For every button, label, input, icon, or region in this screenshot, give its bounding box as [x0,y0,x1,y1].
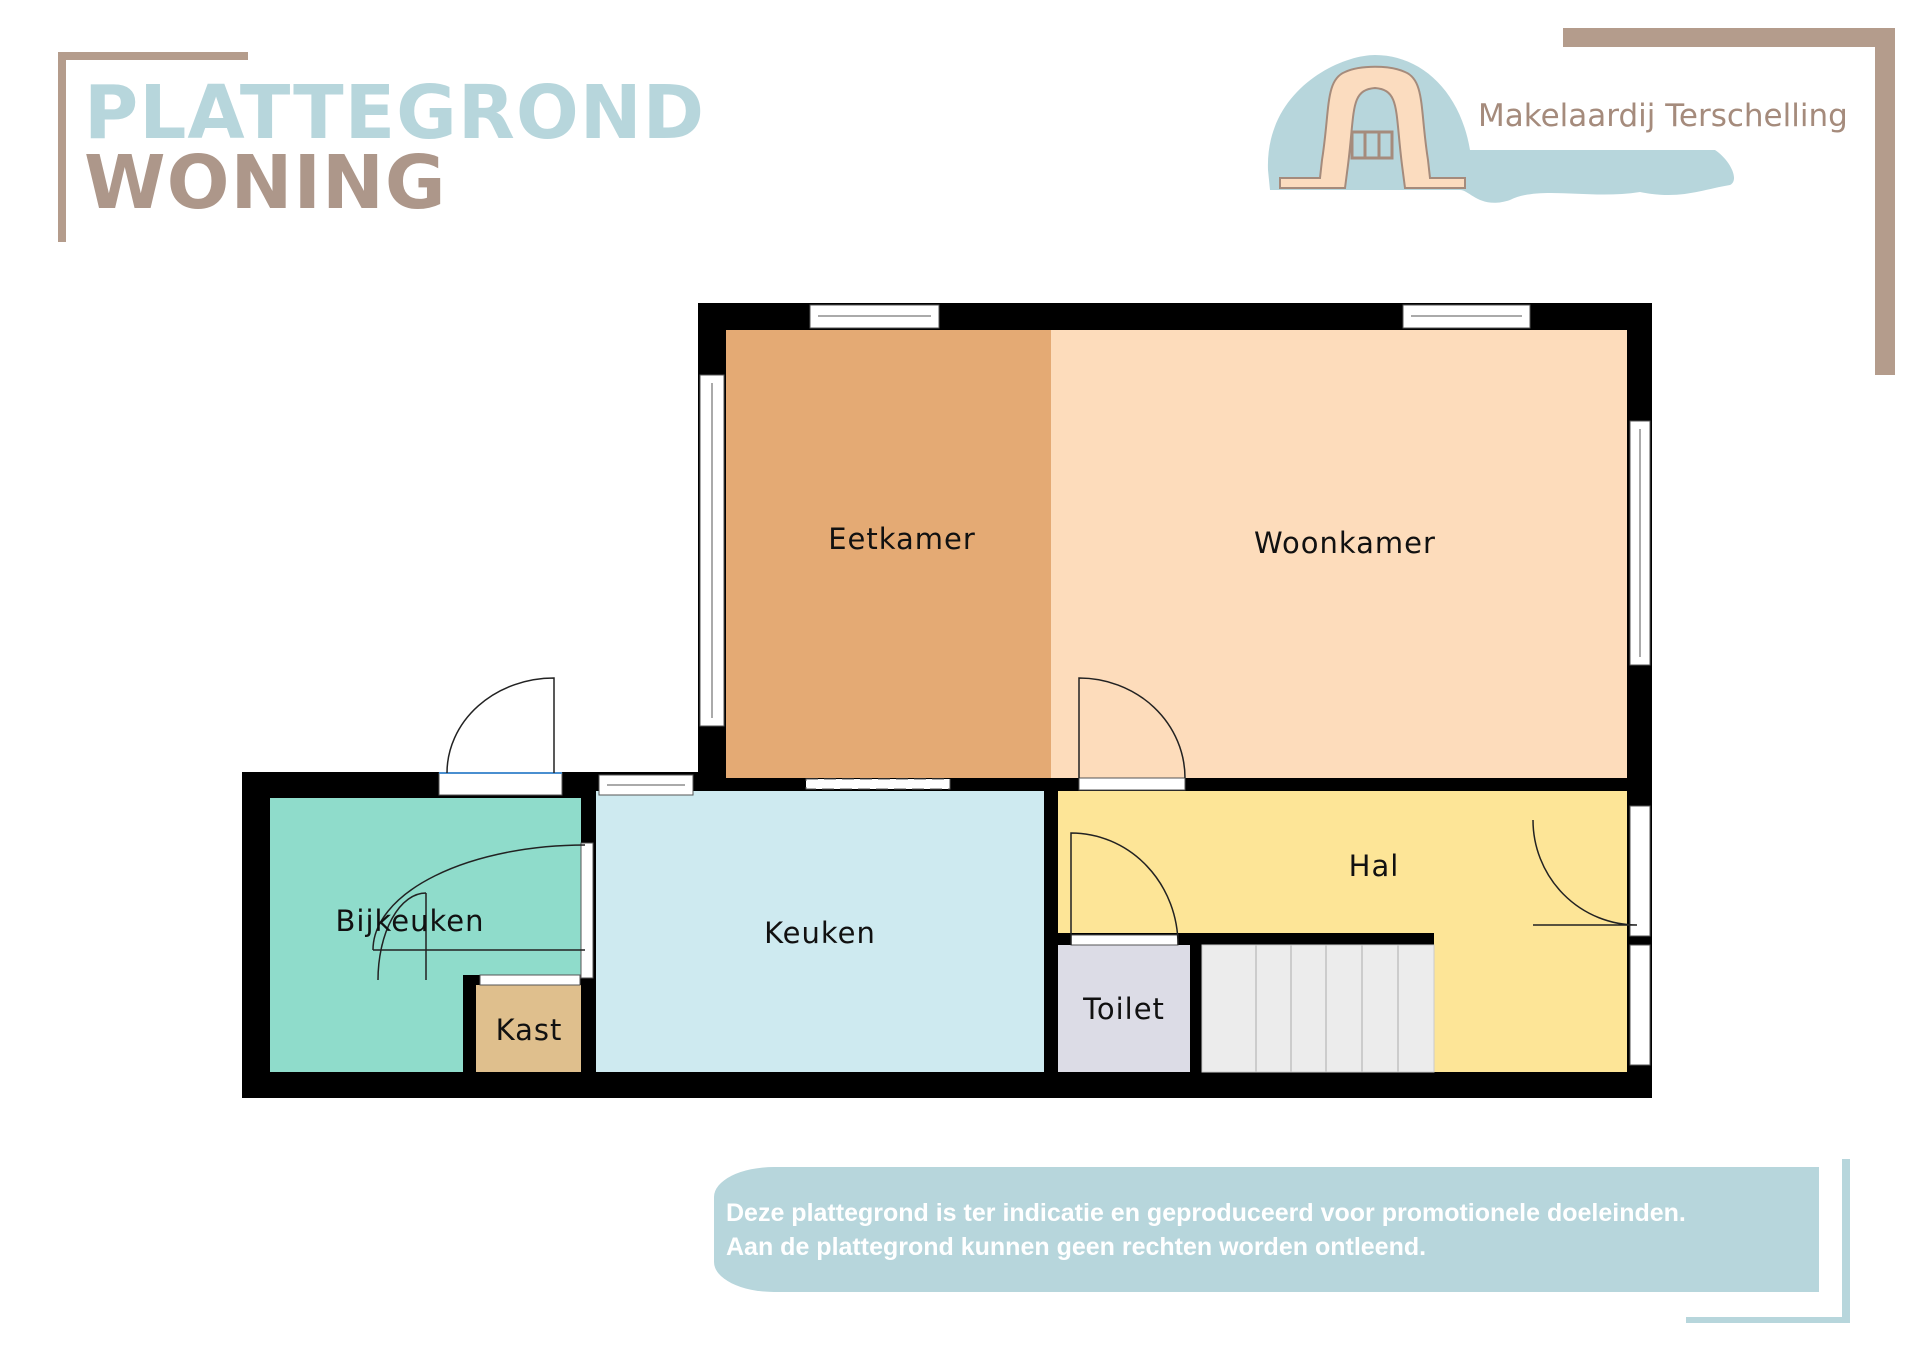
door-hal-exterior [1532,819,1638,926]
corner-bracket-right [1875,28,1895,375]
room-label-keuken: Keuken [764,916,876,950]
title-bracket-vertical [58,52,66,242]
room-label-woonkamer: Woonkamer [1254,526,1436,560]
corner-bracket-top [1563,28,1895,47]
door-toilet [1070,832,1179,946]
company-logo: Makelaardij Terschelling [1267,55,1848,203]
page-title-line1: PLATTEGROND [84,70,706,156]
disclaimer-box: Deze plattegrond is ter indicatie en gep… [714,1167,1819,1292]
disclaimer-bracket-horizontal [1686,1317,1850,1323]
windows [438,304,1651,1066]
door-kast [377,892,427,981]
staircase [1201,944,1435,1073]
room-woonkamer [1051,330,1627,778]
room-label-hal: Hal [1349,849,1400,883]
room-label-kast: Kast [496,1013,563,1047]
disclaimer-line2: Aan de plattegrond kunnen geen rechten w… [726,1233,1427,1261]
title-bracket-horizontal [58,52,248,60]
room-kast [476,985,581,1072]
company-name: Makelaardij Terschelling [1478,98,1848,134]
room-label-toilet: Toilet [1082,992,1165,1026]
room-toilet [1058,945,1190,1072]
room-eetkamer [726,330,1051,778]
page-title-line2: WONING [84,140,447,226]
disclaimer-line1: Deze plattegrond is ter indicatie en gep… [726,1199,1686,1227]
disclaimer-bracket-vertical [1842,1159,1850,1323]
room-label-eetkamer: Eetkamer [828,522,976,556]
door-bijkeuken-keuken [372,844,586,951]
door-bijkeuken-exterior [446,677,555,774]
door-swings [372,677,1638,981]
door-woonkamer-hal [1078,677,1186,779]
room-keuken [596,791,1044,1072]
room-label-bijkeuken: Bijkeuken [336,904,485,938]
